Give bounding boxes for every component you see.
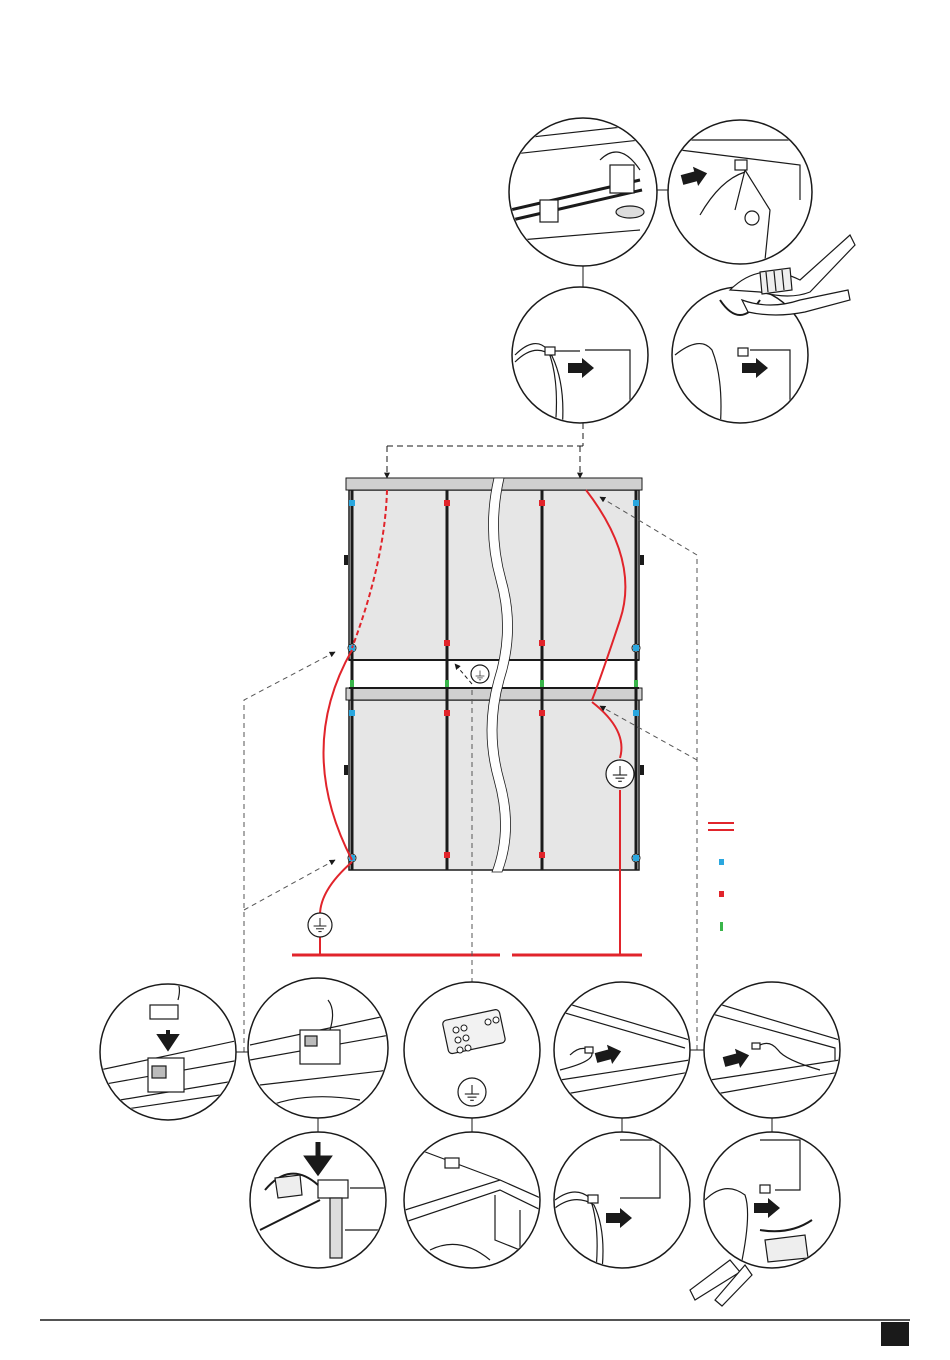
legend: [708, 823, 734, 931]
callout-clip-on-rail: [505, 118, 680, 266]
earth-ground-icon: [606, 760, 634, 788]
legend-red-square: [719, 891, 724, 897]
page-tab: [881, 1322, 909, 1346]
callout-wire-in-channel-left: [554, 982, 690, 1118]
callout-clip-mounting: [100, 980, 240, 1120]
callout-clip-on-bracket: [668, 120, 812, 264]
legend-double-red-line: [708, 823, 734, 830]
legend-blue-square: [719, 859, 724, 865]
callout-clip-seated: [248, 978, 390, 1118]
top-leader: [387, 423, 583, 478]
callout-clip-press-down: [250, 1132, 390, 1268]
legend-green-tick: [720, 922, 723, 931]
earth-ground-icon: [471, 665, 489, 683]
pliers-illustration: [690, 1260, 752, 1306]
callout-wire-pulled-right: [512, 287, 648, 430]
callout-wire-pulled-with-pliers-2: [704, 1132, 840, 1270]
earth-ground-icon: [308, 913, 332, 937]
panel-array: [344, 478, 644, 872]
callout-wire-in-channel-right: [704, 982, 840, 1118]
callout-earthing-plate: [404, 982, 540, 1118]
callout-frame-corner: [404, 1132, 545, 1268]
callout-wire-pulled-right-2: [554, 1132, 690, 1270]
